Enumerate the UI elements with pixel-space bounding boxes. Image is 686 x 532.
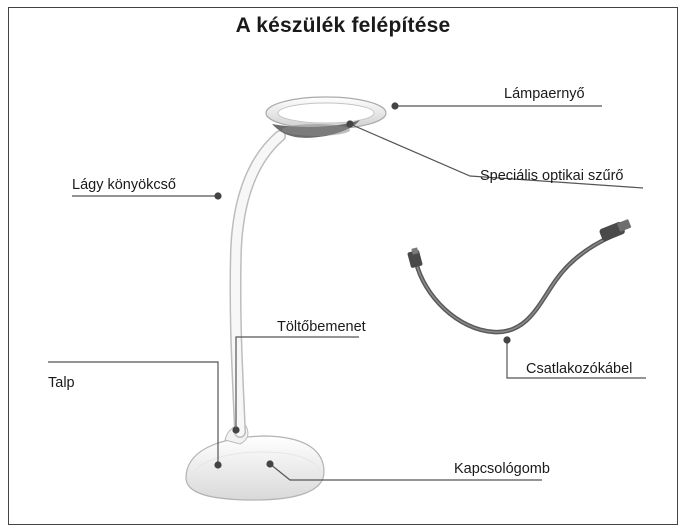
diagram-title: A készülék felépítése <box>235 14 451 37</box>
lamp-head <box>265 96 387 138</box>
leader-optical-filter <box>349 123 644 189</box>
lamp-gooseneck <box>229 130 286 438</box>
leader-lines <box>48 105 646 481</box>
label-soft-elbow: Lágy könyökcső <box>72 177 176 193</box>
label-charging-input: Töltőbemenet <box>277 319 366 335</box>
diagram-frame <box>8 7 678 525</box>
label-optical-filter: Speciális optikai szűrő <box>480 168 624 184</box>
leader-charging-input <box>235 336 359 345</box>
leader-base <box>48 361 219 465</box>
connector-cable-illustration <box>407 219 632 335</box>
leader-switch-button <box>269 463 542 481</box>
label-switch-button: Kapcsológomb <box>454 461 550 477</box>
label-base: Talp <box>48 375 75 391</box>
label-connector-cable: Csatlakozókábel <box>526 361 633 377</box>
label-lampshade: Lámpaernyő <box>504 86 585 102</box>
lamp-base <box>185 425 325 501</box>
leader-connector-cable <box>506 340 646 379</box>
leader-dots <box>214 102 511 469</box>
